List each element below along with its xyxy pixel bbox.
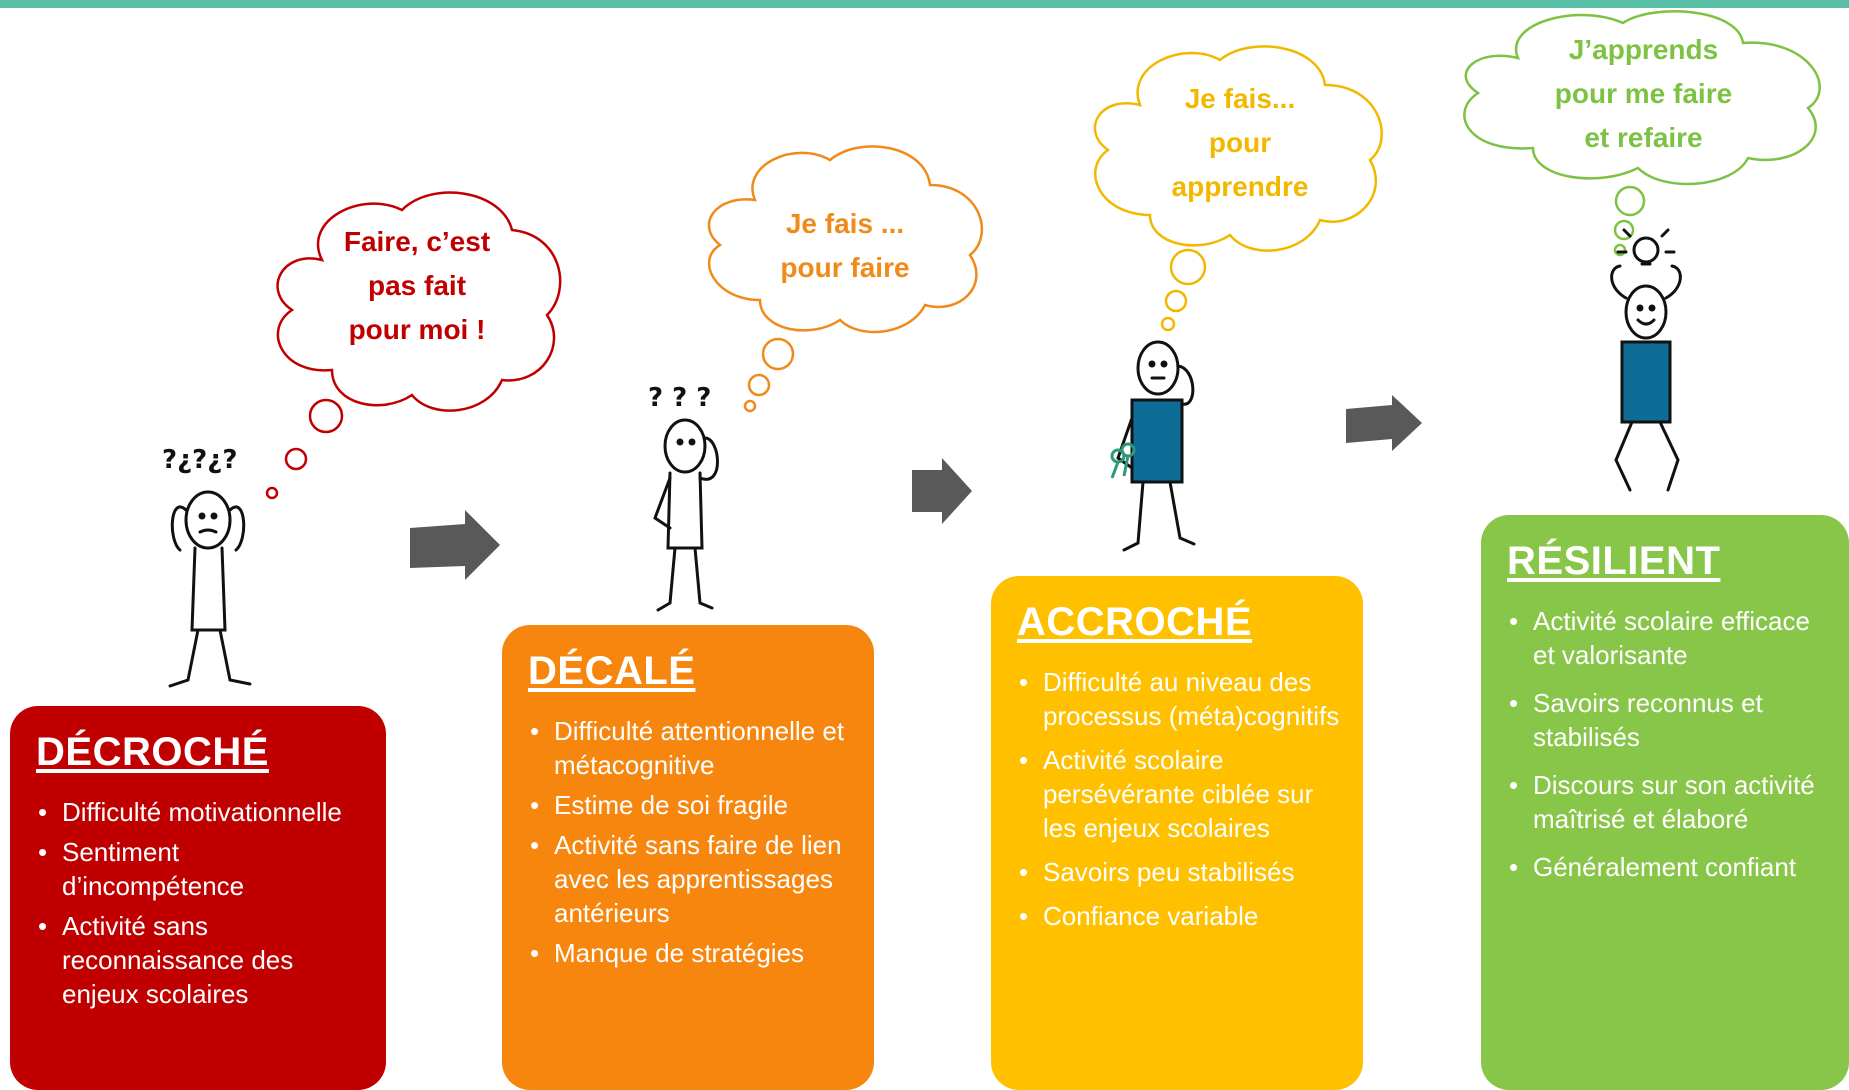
thought-line: J’apprends xyxy=(1568,34,1719,65)
question-marks: ? ? ? xyxy=(648,383,711,413)
cloud-icon xyxy=(1463,10,1821,257)
stage-card-resilient: RÉSILIENT Activité scolaire efficace et … xyxy=(1481,515,1849,1090)
thought-line: pour faire xyxy=(780,252,910,283)
thought-bubble-decale: Je fais ... pour faire xyxy=(695,140,995,415)
thought-line: pour me faire xyxy=(1554,78,1733,109)
stage-title: DÉCROCHÉ xyxy=(36,730,269,774)
arrow-right-icon xyxy=(912,458,972,524)
list-item: Généralement confiant xyxy=(1507,850,1829,884)
list-item: Sentiment d’incompétence xyxy=(36,835,366,903)
focused-person-icon xyxy=(1110,340,1196,552)
thought-bubble-accroche: Je fais... pour apprendre xyxy=(1080,35,1400,335)
list-item: Difficulté motivationnelle xyxy=(36,795,366,829)
stage-card-accroche: ACCROCHÉ Difficulté au niveau des proces… xyxy=(991,576,1363,1090)
stage-title: ACCROCHÉ xyxy=(1017,600,1253,644)
stage-card-decale: DÉCALÉ Difficulté attentionnelle et méta… xyxy=(502,625,874,1090)
arrow-right-1 xyxy=(410,510,500,580)
list-item: Estime de soi fragile xyxy=(528,788,854,822)
stick-figure-accroche xyxy=(1098,338,1208,570)
list-item: Difficulté attentionnelle et métacogniti… xyxy=(528,714,854,782)
stage-item-list: Difficulté au niveau des processus (méta… xyxy=(1017,665,1343,933)
thought-line: pour xyxy=(1208,127,1272,158)
list-item: Savoirs reconnus et stabilisés xyxy=(1507,686,1829,754)
arrow-right-icon xyxy=(410,510,500,580)
thought-bubble-resilient: J’apprends pour me faire et refaire xyxy=(1438,8,1849,258)
arrow-right-2 xyxy=(912,458,972,524)
stage-item-list: Difficulté attentionnelle et métacogniti… xyxy=(528,714,854,970)
stick-figure-resilient xyxy=(1580,228,1710,516)
stage-card-decroche: DÉCROCHÉ Difficulté motivationnelle Sent… xyxy=(10,706,386,1090)
cloud-icon xyxy=(707,145,984,413)
top-accent-bar xyxy=(0,0,1849,8)
list-item: Discours sur son activité maîtrisé et él… xyxy=(1507,768,1829,836)
stage-item-list: Activité scolaire efficace et valorisant… xyxy=(1507,604,1829,884)
happy-person-icon xyxy=(1610,228,1682,492)
thought-line: Je fais... xyxy=(1184,83,1296,114)
thinking-person-icon: ? ? ? xyxy=(648,383,719,612)
list-item: Difficulté au niveau des processus (méta… xyxy=(1017,665,1343,733)
thought-bubble-decroche: Faire, c’est pas fait pour moi ! xyxy=(262,180,572,500)
thought-line: pour moi ! xyxy=(348,314,486,345)
lightbulb-icon xyxy=(1616,228,1676,266)
list-item: Activité sans faire de lien avec les app… xyxy=(528,828,854,930)
thought-line: apprendre xyxy=(1171,171,1309,202)
list-item: Confiance variable xyxy=(1017,899,1343,933)
thought-line: pas fait xyxy=(367,270,467,301)
confused-person-icon: ?¿?¿? xyxy=(162,445,252,688)
list-item: Activité sans reconnaissance des enjeux … xyxy=(36,909,366,1011)
thought-line: Faire, c’est xyxy=(343,226,491,257)
stick-figure-decale: ? ? ? xyxy=(630,378,740,618)
list-item: Savoirs peu stabilisés xyxy=(1017,855,1343,889)
stage-title: RÉSILIENT xyxy=(1507,539,1721,583)
cloud-icon xyxy=(265,191,562,500)
keys-icon xyxy=(1110,442,1136,479)
list-item: Activité scolaire efficace et valorisant… xyxy=(1507,604,1829,672)
arrow-right-3 xyxy=(1346,395,1422,451)
list-item: Activité scolaire persévérante ciblée su… xyxy=(1017,743,1343,845)
arrow-right-icon xyxy=(1346,395,1422,451)
question-marks: ?¿?¿? xyxy=(162,445,237,475)
thought-line: Je fais ... xyxy=(785,208,905,239)
thought-line: et refaire xyxy=(1584,122,1703,153)
cloud-icon xyxy=(1093,45,1383,332)
stage-title: DÉCALÉ xyxy=(528,649,696,693)
list-item: Manque de stratégies xyxy=(528,936,854,970)
stick-figure-decroche: ?¿?¿? xyxy=(140,440,270,700)
stage-item-list: Difficulté motivationnelle Sentiment d’i… xyxy=(36,795,366,1011)
